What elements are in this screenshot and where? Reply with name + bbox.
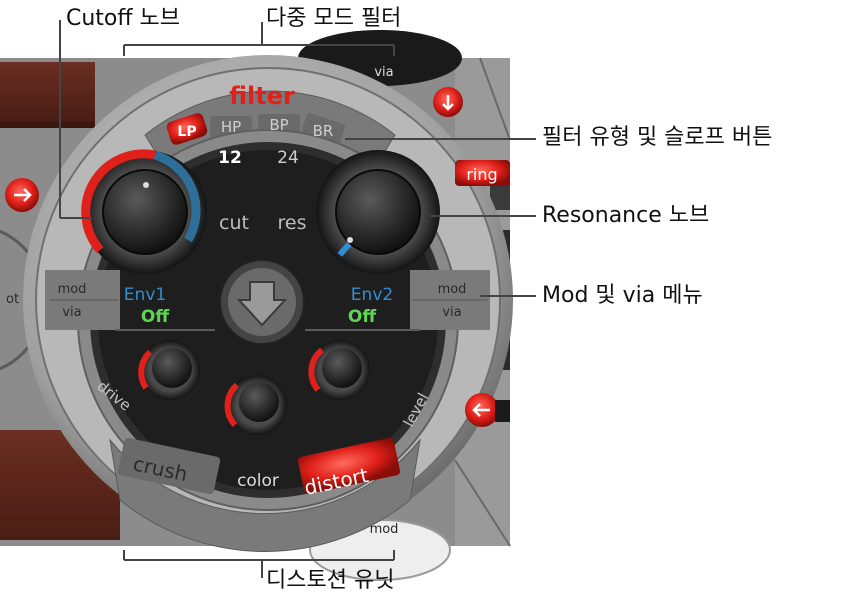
callout-mod-via: Mod 및 via 메뉴 <box>542 283 703 308</box>
mod-right-label[interactable]: mod <box>438 282 467 297</box>
right-arrow-button[interactable] <box>465 393 499 427</box>
crush-button[interactable] <box>117 437 221 495</box>
callout-cutoff: Cutoff 노브 <box>66 6 181 31</box>
callout-resonance: Resonance 노브 <box>542 203 710 228</box>
env1-state: Off <box>141 307 169 327</box>
filter-title: filter <box>229 82 295 110</box>
slope-12-label: 12 <box>218 148 242 168</box>
env2-state: Off <box>348 307 376 327</box>
level-knob[interactable] <box>308 340 370 400</box>
color-knob[interactable] <box>224 375 287 435</box>
resonance-knob[interactable] <box>316 150 440 274</box>
lp-label: LP <box>177 124 196 140</box>
left-brown-strip-top <box>0 62 95 122</box>
bp-label: BP <box>269 116 288 134</box>
center-arrow-button[interactable] <box>219 259 305 345</box>
mod-left-label[interactable]: mod <box>58 282 87 297</box>
arrow-left-icon <box>472 403 490 417</box>
env2-label[interactable]: Env2 <box>351 285 393 305</box>
slope-24-label: 24 <box>277 148 299 168</box>
env1-label[interactable]: Env1 <box>124 285 166 305</box>
color-label: color <box>237 471 279 491</box>
top-via-label: via <box>374 65 393 80</box>
left-arrow-button[interactable] <box>5 178 39 212</box>
callout-type-slope: 필터 유형 및 슬로프 버튼 <box>542 125 773 150</box>
ring-label: ring <box>466 165 497 184</box>
callout-multimode: 다중 모드 필터 <box>266 6 402 31</box>
via-left-label[interactable]: via <box>62 305 81 320</box>
arrow-down-icon <box>236 281 288 327</box>
hp-label: HP <box>221 118 241 136</box>
top-right-down-button[interactable] <box>433 87 463 117</box>
lp-button[interactable] <box>165 112 209 147</box>
left-partial-label: ot <box>6 292 19 307</box>
via-right-label[interactable]: via <box>442 305 461 320</box>
callout-distortion: 디스토션 유닛 <box>266 568 395 593</box>
br-label: BR <box>313 122 334 140</box>
drive-knob[interactable] <box>138 340 200 400</box>
bottom-mod-label: mod <box>370 522 399 537</box>
distortion-band <box>109 438 421 552</box>
ring-tab[interactable] <box>455 160 510 186</box>
arrow-right-icon <box>14 188 32 202</box>
arrow-down-small-icon <box>442 95 454 111</box>
cut-label: cut <box>219 212 249 234</box>
res-label: res <box>278 212 307 234</box>
distort-button[interactable] <box>297 437 401 495</box>
cutoff-knob[interactable] <box>81 149 207 274</box>
